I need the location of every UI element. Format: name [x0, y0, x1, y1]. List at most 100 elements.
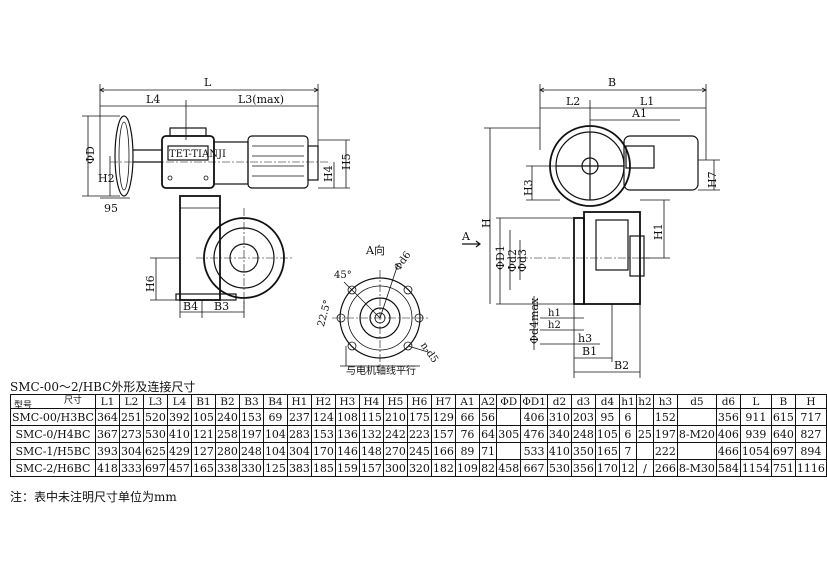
- table-cell: 406: [520, 408, 548, 426]
- table-cell: [676, 442, 717, 460]
- table-cell: 166: [430, 442, 456, 460]
- table-column-header: ΦD1: [520, 394, 548, 409]
- dim-L: L: [204, 76, 212, 89]
- table-cell: 356: [570, 459, 596, 477]
- front-view: L L4 L3(max) ΦD H2 95 TET-TIANJI: [82, 76, 353, 318]
- table-cell: 300: [382, 459, 408, 477]
- table-cell: [496, 408, 522, 426]
- table-cell: 170: [310, 442, 336, 460]
- table-column-header: B4: [262, 394, 288, 409]
- table-cell: 410: [546, 442, 572, 460]
- table-cell: 258: [214, 425, 240, 443]
- table-cell: 283: [286, 425, 312, 443]
- table-cell: 530: [546, 459, 572, 477]
- table-cell: 393: [94, 442, 120, 460]
- table-cell: 1154: [739, 459, 772, 477]
- table-cell: 159: [334, 459, 360, 477]
- table-column-header: H: [794, 394, 827, 409]
- table-cell: 338: [214, 459, 240, 477]
- table-column-header: H1: [286, 394, 312, 409]
- angle-45: 45°: [334, 270, 352, 281]
- table-cell: 197: [652, 425, 678, 443]
- table-cell: 304: [286, 442, 312, 460]
- motor-axis-note: 与电机轴线平行: [346, 364, 416, 377]
- dim-phi-d6: Φd6: [392, 250, 413, 273]
- dim-n-d5: n-d5: [418, 340, 440, 365]
- table-cell: 240: [214, 408, 240, 426]
- side-view: B L2 L1 A1 H3 H7: [461, 76, 720, 378]
- table-column-header: d2: [546, 394, 572, 409]
- table-cell: 76: [454, 425, 480, 443]
- table-column-header: h2: [635, 394, 654, 409]
- table-cell: 129: [430, 408, 456, 426]
- table-column-header: H3: [334, 394, 360, 409]
- table-cell: 95: [594, 408, 620, 426]
- dim-B4: B4: [183, 300, 198, 313]
- table-cell: 109: [454, 459, 480, 477]
- table-column-header: h1: [618, 394, 637, 409]
- table-cell: 406: [715, 425, 741, 443]
- table-cell: 210: [382, 408, 408, 426]
- dim-A1: A1: [631, 107, 647, 120]
- dim-H2: H2: [98, 172, 115, 185]
- table-column-header: L2: [118, 394, 144, 409]
- table-cell: 520: [142, 408, 168, 426]
- table-cell: 266: [652, 459, 678, 477]
- table-cell: 6: [618, 425, 637, 443]
- table-cell: 185: [310, 459, 336, 477]
- table-column-header: d6: [715, 394, 741, 409]
- table-cell: 392: [166, 408, 192, 426]
- table-cell: 127: [190, 442, 216, 460]
- table-cell: 667: [520, 459, 548, 477]
- dim-H5: H5: [340, 153, 353, 170]
- table-cell: 125: [262, 459, 288, 477]
- table-cell: [635, 442, 654, 460]
- dim-phiD: ΦD: [84, 146, 97, 164]
- table-cell: 330: [238, 459, 264, 477]
- table-cell: 170: [594, 459, 620, 477]
- table-cell: 12: [618, 459, 637, 477]
- view-direction-label: A向: [365, 243, 385, 257]
- table-cell: /: [635, 459, 654, 477]
- table-cell: 136: [334, 425, 360, 443]
- table-cell: 165: [594, 442, 620, 460]
- table-cell: 305: [496, 425, 522, 443]
- table-cell: 182: [430, 459, 456, 477]
- table-cell: 153: [310, 425, 336, 443]
- table-cell: 911: [739, 408, 772, 426]
- table-cell: 223: [406, 425, 432, 443]
- model-cell: SMC-0/H4BC: [10, 425, 96, 443]
- table-cell: 356: [715, 408, 741, 426]
- table-cell: 237: [286, 408, 312, 426]
- table-column-header: B2: [214, 394, 240, 409]
- table-cell: 124: [310, 408, 336, 426]
- table-cell: 56: [478, 408, 498, 426]
- technical-drawing: L L4 L3(max) ΦD H2 95 TET-TIANJI: [82, 76, 720, 378]
- table-column-header: L4: [166, 394, 192, 409]
- table-column-header: d4: [594, 394, 620, 409]
- dim-B2: B2: [614, 359, 629, 372]
- table-column-header: B1: [190, 394, 216, 409]
- table-cell: 280: [214, 442, 240, 460]
- table-corner-cell: 型号 尺寸: [10, 394, 96, 411]
- table-column-header: L3: [142, 394, 168, 409]
- table-column-header: H5: [382, 394, 408, 409]
- table-cell: 364: [94, 408, 120, 426]
- table-cell: 105: [190, 408, 216, 426]
- table-cell: 25: [635, 425, 654, 443]
- table-cell: 203: [570, 408, 596, 426]
- table-column-header: H2: [310, 394, 336, 409]
- table-cell: 8-M30: [676, 459, 717, 477]
- dim-H1: H1: [652, 223, 665, 240]
- table-cell: 1054: [739, 442, 772, 460]
- table-cell: 104: [262, 442, 288, 460]
- table-cell: 82: [478, 459, 498, 477]
- dim-phi-d2: Φd2: [506, 249, 519, 272]
- table-cell: 248: [570, 425, 596, 443]
- table-cell: 273: [118, 425, 144, 443]
- dim-h1: h1: [548, 308, 561, 319]
- table-column-header: B: [770, 394, 796, 409]
- nameplate-text: TET-TIANJI: [169, 149, 226, 160]
